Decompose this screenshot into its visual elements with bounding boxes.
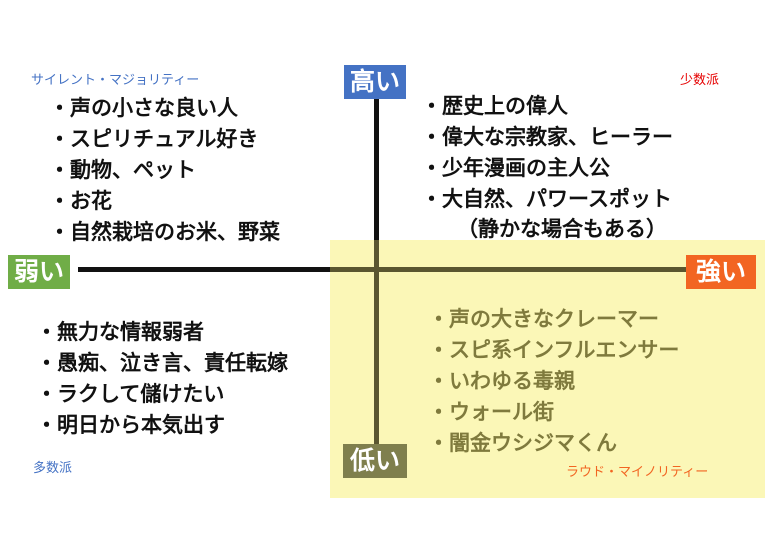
list-item: 明日から本気出す [36, 410, 288, 441]
list-item: 動物、ペット [49, 155, 280, 186]
list-item: ウォール街 [428, 397, 679, 428]
corner-label-silent-majority: サイレント・マジョリティー [31, 73, 200, 88]
list-item: 声の大きなクレーマー [428, 304, 679, 335]
list-item: ラクして儲けたい [36, 379, 288, 410]
quadrant-top-right-note: （静かな場合もある） [457, 217, 667, 241]
horizontal-axis-highlight-segment [330, 267, 690, 272]
list-item: 闇金ウシジマくん [428, 428, 679, 459]
corner-label-minority: 少数派 [680, 73, 720, 88]
list-item: スピ系インフルエンサー [428, 335, 679, 366]
list-item: 自然栽培のお米、野菜 [49, 217, 280, 248]
list-item: いわゆる毒親 [428, 366, 679, 397]
list-item: 歴史上の偉人 [421, 91, 673, 122]
list-item: 偉大な宗教家、ヒーラー [421, 122, 673, 153]
quadrant-bottom-left-list: 無力な情報弱者 愚痴、泣き言、責任転嫁 ラクして儲けたい 明日から本気出す [36, 317, 288, 441]
quadrant-top-left-list: 声の小さな良い人 スピリチュアル好き 動物、ペット お花 自然栽培のお米、野菜 [49, 93, 280, 248]
vertical-axis-highlight-segment [374, 240, 379, 446]
list-item: 大自然、パワースポット [421, 184, 673, 215]
list-item: スピリチュアル好き [49, 124, 280, 155]
axis-label-high: 高い [344, 65, 406, 99]
list-item: 少年漫画の主人公 [421, 153, 673, 184]
quadrant-top-right-list: 歴史上の偉人 偉大な宗教家、ヒーラー 少年漫画の主人公 大自然、パワースポット [421, 91, 673, 215]
list-item: お花 [49, 186, 280, 217]
axis-label-weak: 弱い [8, 255, 70, 289]
corner-label-majority: 多数派 [33, 461, 73, 476]
corner-label-loud-minority: ラウド・マイノリティー [566, 465, 709, 480]
axis-label-low: 低い [343, 444, 407, 478]
list-item: 無力な情報弱者 [36, 317, 288, 348]
list-item: 愚痴、泣き言、責任転嫁 [36, 348, 288, 379]
list-item: 声の小さな良い人 [49, 93, 280, 124]
axis-label-strong: 強い [686, 255, 756, 289]
quadrant-bottom-right-list: 声の大きなクレーマー スピ系インフルエンサー いわゆる毒親 ウォール街 闇金ウシ… [428, 304, 679, 459]
